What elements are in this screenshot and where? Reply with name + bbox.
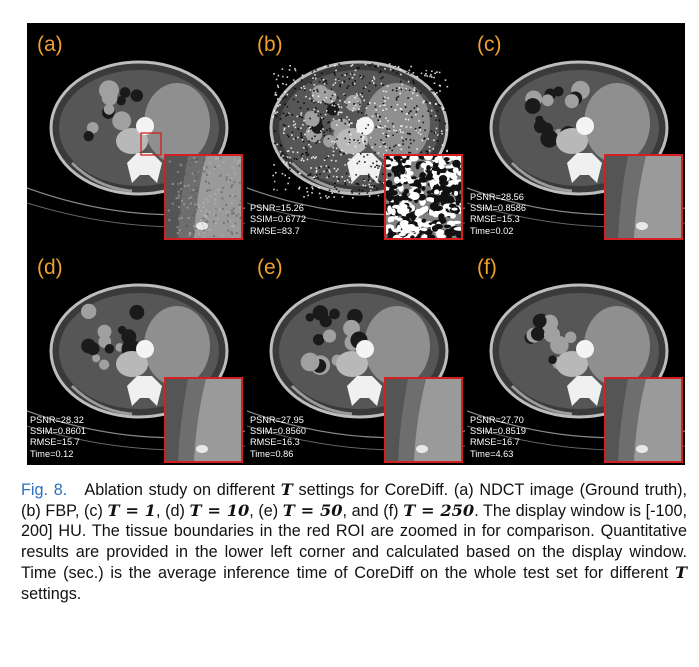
ct-panel: (a) [27,23,245,242]
metric-value: RMSE=15.3 [470,214,520,225]
roi-inset [384,377,463,463]
metric-value: RMSE=83.7 [250,225,300,236]
metric-value: Time=0.02 [470,225,514,236]
panel-label: (b) [257,33,283,56]
panel-label: (d) [37,256,63,279]
roi-inset [384,154,463,240]
caption-text: . The display window is [-100, 200] HU. … [21,501,687,582]
metric-value: PSNR=28.32 [30,414,84,425]
roi-inset [164,154,243,240]
metric-value: PSNR=28.56 [470,191,524,202]
metric-value: Time=4.63 [470,448,514,459]
metric-value: SSIM=0.8601 [30,426,86,437]
metric-value: PSNR=15.26 [250,203,304,214]
metric-value: PSNR=27.95 [250,414,304,425]
zoomed-roi-image [166,379,241,461]
zoomed-roi-image [166,156,241,238]
figure-caption: Fig. 8. Ablation study on different T se… [21,480,687,604]
zoomed-roi-image [386,379,461,461]
metric-value: RMSE=15.7 [30,437,80,448]
caption-text: , (e) [249,501,283,520]
metric-value: RMSE=16.7 [470,437,520,448]
zoomed-roi-image [606,379,681,461]
panel-label: (f) [477,256,497,279]
math-symbol: T = 10 [189,500,250,520]
caption-text: settings for CoreDiff. (a) NDCT image (G… [21,481,687,520]
metric-value: PSNR=27.70 [470,414,524,425]
math-symbol: T [280,480,293,499]
caption-text: , and (f) [342,501,404,520]
caption-body: Ablation study on different T settings f… [21,480,687,603]
metric-value: RMSE=16.3 [250,437,300,448]
caption-text: , (d) [155,501,190,520]
metric-value: SSIM=0.8560 [250,426,306,437]
panel-label: (c) [477,33,502,56]
panel-label: (e) [257,256,283,279]
roi-inset [164,377,243,463]
metric-value: SSIM=0.8519 [470,426,526,437]
math-symbol: T = 50 [282,500,343,520]
figure-reference: Fig. 8. [21,481,68,499]
metric-value: Time=0.86 [250,448,294,459]
metric-value: SSIM=0.6772 [250,214,306,225]
caption-text: settings. [21,584,82,603]
math-symbol: T [674,562,687,582]
caption-text: Ablation study on different [84,481,281,499]
roi-inset [604,154,683,240]
metric-value: SSIM=0.8586 [470,203,526,214]
roi-inset [604,377,683,463]
zoomed-roi-image [386,156,461,238]
math-symbol: T = 250 [403,500,475,520]
math-symbol: T = 1 [107,500,156,520]
zoomed-roi-image [606,156,681,238]
panel-label: (a) [37,33,63,56]
metric-value: Time=0.12 [30,448,74,459]
